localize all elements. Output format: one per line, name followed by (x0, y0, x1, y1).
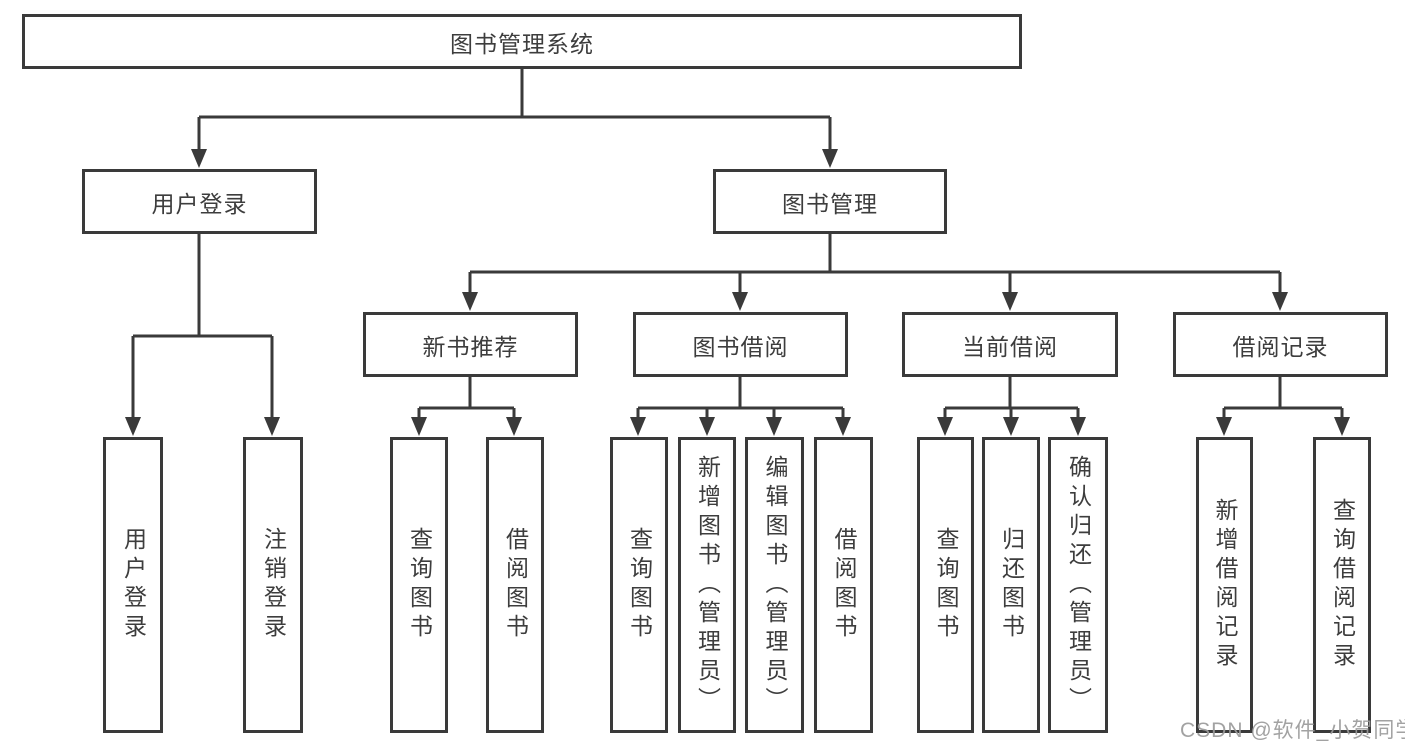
arrowheads (125, 149, 1350, 436)
leaf-label: 编辑图书（管理员） (762, 454, 788, 716)
leaf-confirm-return-admin: 确认归还（管理员） (1048, 437, 1108, 733)
node-user-login-branch: 用户登录 (82, 169, 317, 234)
leaf-logout: 注销登录 (243, 437, 303, 733)
leaf-label: 用户登录 (120, 527, 147, 643)
node-book-management: 图书管理 (713, 169, 947, 234)
node-current-borrowing: 当前借阅 (902, 312, 1118, 377)
node-label: 新书推荐 (422, 333, 519, 360)
leaf-borrow-books-borrowing: 借阅图书 (814, 437, 873, 733)
leaf-query-books-recommend: 查询图书 (390, 437, 448, 733)
leaf-query-books-borrowing: 查询图书 (610, 437, 668, 733)
node-new-book-recommend: 新书推荐 (363, 312, 578, 377)
leaf-label: 查询图书 (626, 527, 653, 643)
node-label: 图书借阅 (692, 333, 789, 360)
leaf-label: 新增图书（管理员） (694, 454, 721, 716)
leaf-label: 归还图书 (998, 527, 1025, 643)
leaf-label: 确认归还（管理员） (1065, 454, 1092, 716)
node-label: 当前借阅 (962, 333, 1058, 360)
node-label: 借阅记录 (1232, 333, 1329, 360)
leaf-label: 注销登录 (260, 527, 287, 643)
node-borrowing-records: 借阅记录 (1173, 312, 1388, 377)
node-book-borrowing: 图书借阅 (633, 312, 848, 377)
leaf-label: 借阅图书 (502, 527, 529, 643)
node-library-system: 图书管理系统 (22, 14, 1022, 69)
leaf-label: 查询图书 (406, 527, 433, 643)
leaf-query-borrow-record: 查询借阅记录 (1313, 437, 1371, 733)
node-label: 图书管理 (782, 190, 878, 217)
leaf-user-login: 用户登录 (103, 437, 163, 733)
leaf-label: 查询借阅记录 (1329, 498, 1356, 672)
leaf-edit-book-admin: 编辑图书（管理员） (745, 437, 804, 733)
leaf-label: 借阅图书 (831, 527, 857, 643)
leaf-label: 新增借阅记录 (1212, 498, 1238, 672)
node-label: 图书管理系统 (450, 30, 594, 57)
leaf-borrow-books-recommend: 借阅图书 (486, 437, 544, 733)
csdn-watermark: CSDN @软件_小贺同学 (1180, 719, 1405, 742)
leaf-add-borrow-record: 新增借阅记录 (1196, 437, 1253, 733)
node-label: 用户登录 (151, 190, 248, 217)
leaf-label: 查询图书 (933, 527, 959, 643)
leaf-return-books: 归还图书 (982, 437, 1040, 733)
leaf-add-book-admin: 新增图书（管理员） (678, 437, 736, 733)
leaf-query-books-current: 查询图书 (917, 437, 974, 733)
